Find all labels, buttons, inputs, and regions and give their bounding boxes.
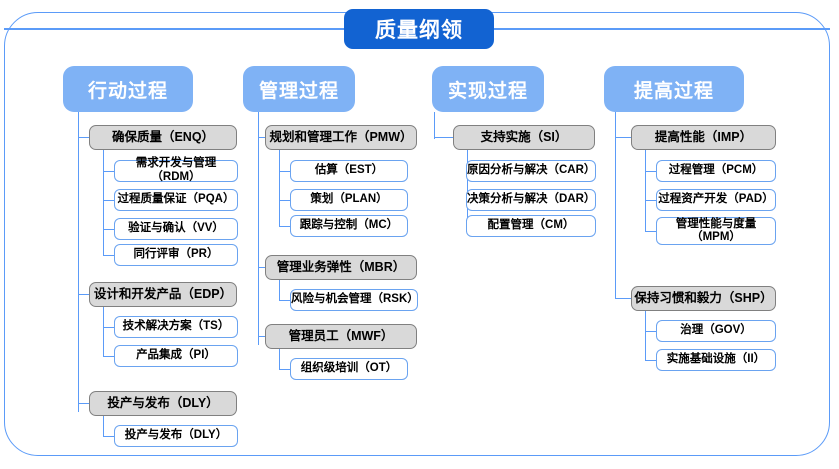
group-stub-0-0: [78, 137, 90, 139]
group-stub-1-2: [258, 336, 266, 338]
column-header-2[interactable]: 实现过程: [432, 66, 544, 112]
leaf-box-0-1-1[interactable]: 产品集成（PI）: [114, 345, 238, 367]
group-box-1-2[interactable]: 管理员工（MWF）: [265, 324, 417, 349]
leaf-box-3-0-0[interactable]: 过程管理（PCM）: [656, 160, 776, 182]
root-connector-right: [492, 28, 830, 30]
column-trunk-0: [78, 112, 80, 412]
leaf-box-3-0-2[interactable]: 管理性能与度量 （MPM）: [656, 217, 776, 245]
leaf-box-1-0-1[interactable]: 策划（PLAN）: [290, 189, 408, 211]
leaf-trunk-1-0: [279, 150, 281, 226]
leaf-stub-0-1-0: [103, 327, 115, 329]
leaf-box-1-0-2[interactable]: 跟踪与控制（MC）: [290, 215, 408, 237]
group-box-2-0[interactable]: 支持实施（SI）: [453, 125, 595, 150]
group-box-0-2[interactable]: 投产与发布（DLY）: [89, 391, 237, 416]
group-stub-1-0: [258, 137, 266, 139]
column-trunk-1: [258, 112, 260, 345]
group-box-0-1[interactable]: 设计和开发产品（EDP）: [89, 282, 237, 307]
leaf-stub-1-0-1: [279, 200, 291, 202]
leaf-stub-1-1-0: [279, 300, 291, 302]
leaf-box-0-0-2[interactable]: 验证与确认（VV）: [114, 218, 238, 240]
leaf-stub-3-0-1: [645, 200, 657, 202]
leaf-stub-1-2-0: [279, 369, 291, 371]
leaf-stub-3-1-0: [645, 331, 657, 333]
column-header-1[interactable]: 管理过程: [243, 66, 355, 112]
column-trunk-3: [615, 112, 617, 299]
group-box-3-1[interactable]: 保持习惯和毅力（SHP）: [631, 286, 776, 311]
leaf-stub-1-0-2: [279, 226, 291, 228]
leaf-trunk-1-2: [279, 349, 281, 370]
leaf-box-2-0-0[interactable]: 原因分析与解决（CAR）: [466, 160, 596, 182]
group-stub-3-1: [615, 298, 632, 300]
leaf-trunk-1-1: [279, 280, 281, 301]
leaf-stub-3-0-2: [645, 231, 657, 233]
leaf-stub-0-2-0: [103, 436, 115, 438]
leaf-box-0-0-1[interactable]: 过程质量保证（PQA）: [114, 189, 238, 211]
leaf-trunk-2-0: [467, 150, 469, 226]
column-header-3[interactable]: 提高过程: [604, 66, 744, 112]
leaf-box-2-0-1[interactable]: 决策分析与解决（DAR）: [466, 189, 596, 211]
group-stub-0-1: [78, 294, 90, 296]
root-title: 质量纲领: [344, 9, 494, 49]
leaf-stub-0-0-3: [103, 255, 115, 257]
column-trunk-2: [434, 112, 436, 139]
leaf-stub-3-0-0: [645, 171, 657, 173]
leaf-stub-0-1-1: [103, 356, 115, 358]
group-box-3-0[interactable]: 提高性能（IMP）: [631, 125, 776, 150]
leaf-stub-3-1-1: [645, 360, 657, 362]
leaf-stub-0-0-2: [103, 229, 115, 231]
leaf-box-3-0-1[interactable]: 过程资产开发（PAD）: [656, 189, 776, 211]
leaf-stub-0-0-0: [103, 171, 115, 173]
group-stub-2-0: [434, 137, 454, 139]
group-stub-1-1: [258, 267, 266, 269]
group-stub-0-2: [78, 403, 90, 405]
leaf-box-0-2-0[interactable]: 投产与发布（DLY）: [114, 425, 238, 447]
leaf-stub-0-0-1: [103, 200, 115, 202]
group-stub-3-0: [615, 137, 632, 139]
group-box-1-0[interactable]: 规划和管理工作（PMW）: [265, 125, 417, 150]
leaf-trunk-3-0: [645, 150, 647, 232]
leaf-box-0-0-0[interactable]: 需求开发与管理（RDM）: [114, 157, 238, 183]
leaf-box-0-0-3[interactable]: 同行评审（PR）: [114, 244, 238, 266]
group-box-0-0[interactable]: 确保质量（ENQ）: [89, 125, 237, 150]
leaf-stub-1-0-0: [279, 171, 291, 173]
root-connector-left: [4, 28, 346, 30]
leaf-box-3-1-0[interactable]: 治理（GOV）: [656, 320, 776, 342]
leaf-box-1-0-0[interactable]: 估算（EST）: [290, 160, 408, 182]
leaf-box-3-1-1[interactable]: 实施基础设施（II）: [656, 349, 776, 371]
leaf-box-1-2-0[interactable]: 组织级培训（OT）: [290, 358, 408, 380]
group-box-1-1[interactable]: 管理业务弹性（MBR）: [265, 255, 417, 280]
leaf-box-2-0-2[interactable]: 配置管理（CM）: [466, 215, 596, 237]
leaf-trunk-0-1: [103, 307, 105, 357]
leaf-trunk-0-0: [103, 150, 105, 255]
column-header-0[interactable]: 行动过程: [63, 66, 193, 112]
leaf-trunk-0-2: [103, 416, 105, 437]
leaf-box-1-1-0[interactable]: 风险与机会管理（RSK）: [290, 289, 419, 311]
leaf-trunk-3-1: [645, 311, 647, 361]
leaf-box-0-1-0[interactable]: 技术解决方案（TS）: [114, 316, 238, 338]
